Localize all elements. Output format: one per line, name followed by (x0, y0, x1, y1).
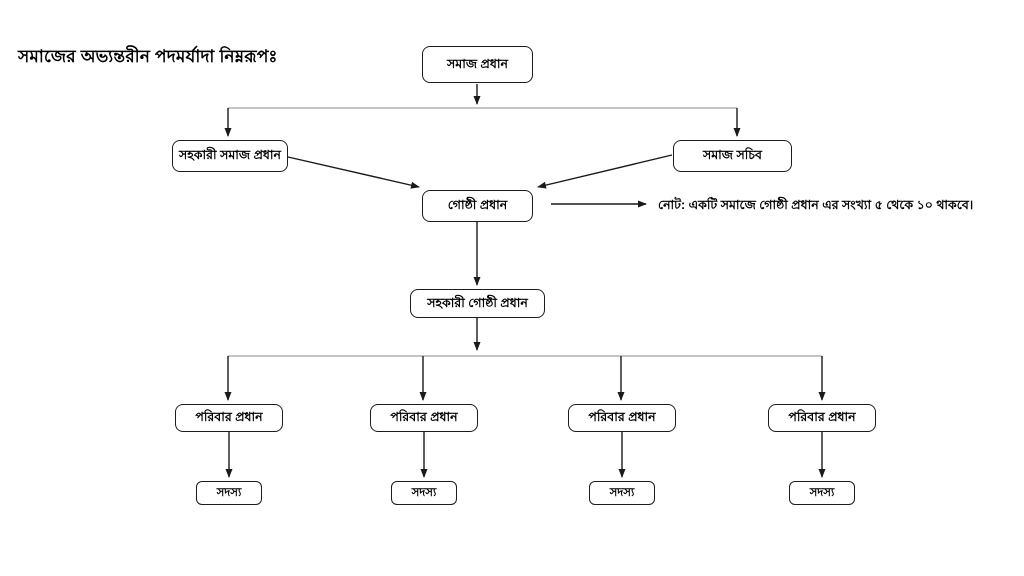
node-society-head: সমাজ প্রধান (422, 46, 533, 83)
node-society-secretary: সমাজ সচিব (673, 140, 792, 172)
node-family-head-1: পরিবার প্রধান (175, 404, 283, 432)
node-clan-head: গোষ্ঠী প্রধান (422, 190, 533, 222)
node-member-4: সদস্য (789, 481, 855, 505)
node-family-head-2: পরিবার প্রধান (370, 404, 478, 432)
clan-head-count-note: নোট: একটি সমাজে গোষ্ঠী প্রধান এর সংখ্যা … (658, 198, 974, 212)
node-family-head-4: পরিবার প্রধান (768, 404, 876, 432)
node-member-3: সদস্য (589, 481, 655, 505)
node-assistant-clan-head: সহকারী গোষ্ঠী প্রধান (410, 289, 545, 318)
node-family-head-3: পরিবার প্রধান (568, 404, 676, 432)
page-title: সমাজের অভ্যন্তরীন পদমর্যাদা নিম্নরূপঃ (18, 47, 278, 66)
node-member-1: সদস্য (196, 481, 262, 505)
node-member-2: সদস্য (391, 481, 457, 505)
node-assistant-society-head: সহকারী সমাজ প্রধান (172, 140, 288, 172)
